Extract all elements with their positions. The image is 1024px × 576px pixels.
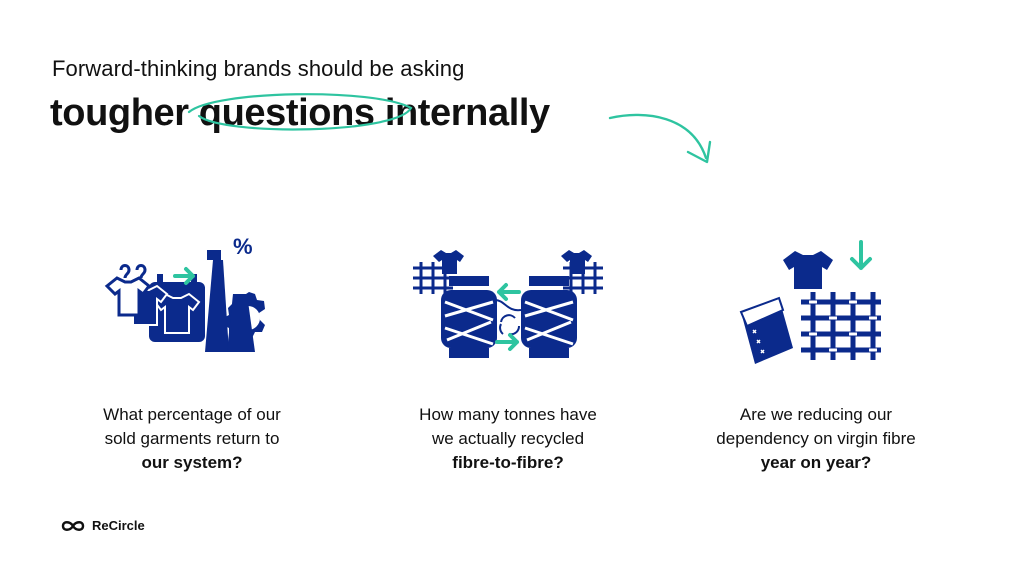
question-line-2: sold garments return to: [104, 429, 280, 448]
curved-arrow-icon: [608, 113, 712, 164]
question-line-2: we actually recycled: [431, 429, 585, 448]
question-text: What percentage of our sold garments ret…: [62, 403, 322, 475]
icon-percent-sign: %: [233, 234, 253, 259]
garment-return-factory-icon: %: [104, 234, 265, 352]
question-line-1: How many tonnes have: [419, 405, 597, 424]
brand-logo: ReCircle: [60, 518, 145, 533]
question-card-returns: % What percentage of our sold garments r…: [62, 225, 322, 475]
question-card-virgin-fibre: Are we reducing our dependency on virgin…: [686, 225, 946, 475]
virgin-fibre-reduction-icon: [739, 240, 881, 364]
headline-pre: tougher: [50, 92, 199, 134]
question-text: How many tonnes have we actually recycle…: [378, 403, 638, 475]
svg-text:%: %: [233, 234, 253, 259]
question-card-recycled: How many tonnes have we actually recycle…: [378, 225, 638, 475]
brand-name: ReCircle: [92, 518, 145, 533]
question-line-1: Are we reducing our: [739, 405, 893, 424]
question-line-1: What percentage of our: [103, 405, 281, 424]
recircle-infinity-icon: [61, 520, 85, 531]
question-bold: fibre-to-fibre?: [452, 453, 564, 472]
question-bold: our system?: [141, 453, 243, 472]
subtitle: Forward-thinking brands should be asking: [52, 56, 465, 81]
headline-highlight: questions: [187, 92, 413, 135]
fibre-recycling-spools-icon: [413, 250, 603, 358]
headline-post: internally: [374, 92, 550, 134]
question-bold: year on year?: [760, 453, 872, 472]
question-text: Are we reducing our dependency on virgin…: [686, 403, 946, 475]
underline-scribble-icon: [187, 93, 413, 131]
headline: tougher questions internally: [50, 92, 550, 135]
question-line-2: dependency on virgin fibre: [716, 429, 916, 448]
